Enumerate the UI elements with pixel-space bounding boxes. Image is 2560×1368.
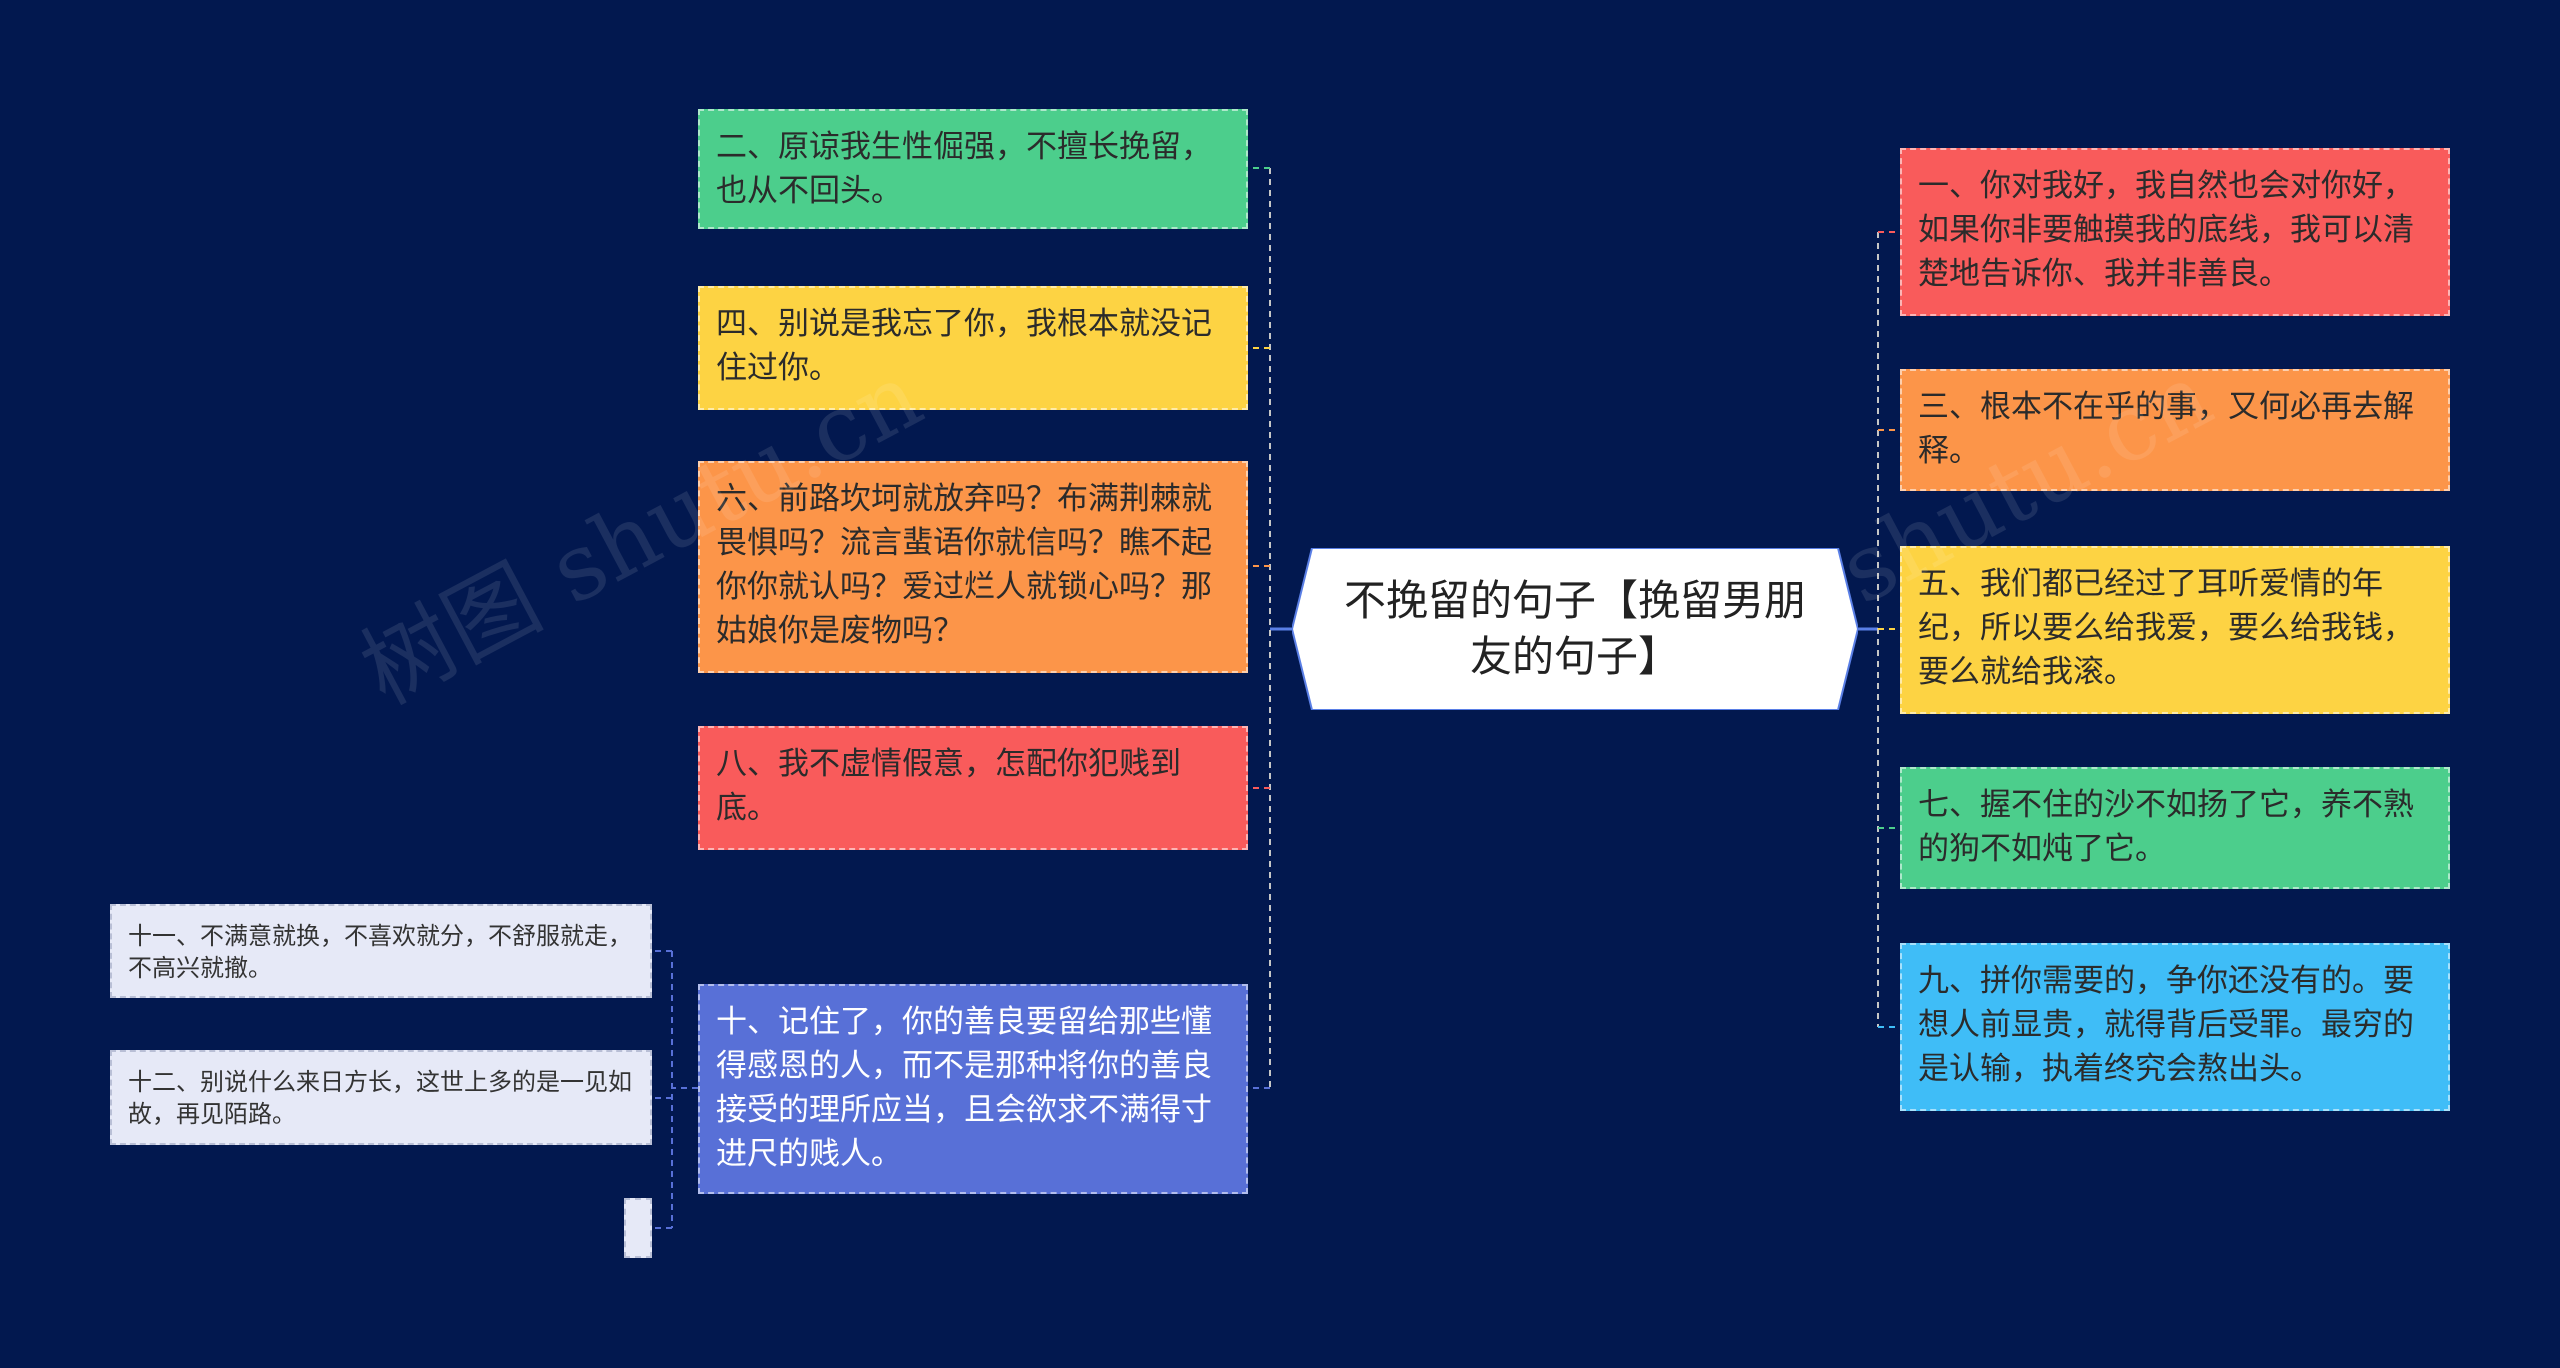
sub-node-11[interactable]: 十一、不满意就换，不喜欢就分，不舒服就走，不高兴就撤。 xyxy=(110,904,652,998)
branch-node-4-text: 四、别说是我忘了你，我根本就没记住过你。 xyxy=(716,306,1212,386)
branch-node-5-text: 五、我们都已经过了耳听爱情的年纪，所以要么给我爱，要么给我钱，要么就给我滚。 xyxy=(1918,566,2414,690)
branch-node-9[interactable]: 九、拼你需要的，争你还没有的。要想人前显贵，就得背后受罪。最穷的是认输，执着终究… xyxy=(1900,943,2450,1111)
sub-node-empty[interactable] xyxy=(624,1198,652,1258)
branch-node-10-text: 十、记住了，你的善良要留给那些懂得感恩的人，而不是那种将你的善良接受的理所应当，… xyxy=(716,1004,1212,1172)
branch-node-5[interactable]: 五、我们都已经过了耳听爱情的年纪，所以要么给我爱，要么给我钱，要么就给我滚。 xyxy=(1900,546,2450,714)
sub-node-12[interactable]: 十二、别说什么来日方长，这世上多的是一见如故，再见陌路。 xyxy=(110,1050,652,1145)
branch-node-3[interactable]: 三、根本不在乎的事，又何必再去解释。 xyxy=(1900,369,2450,491)
branch-node-4[interactable]: 四、别说是我忘了你，我根本就没记住过你。 xyxy=(698,286,1248,410)
branch-node-8[interactable]: 八、我不虚情假意，怎配你犯贱到底。 xyxy=(698,726,1248,850)
central-topic[interactable]: 不挽留的句子【挽留男朋友的句子】 xyxy=(1292,548,1858,710)
branch-node-1[interactable]: 一、你对我好，我自然也会对你好，如果你非要触摸我的底线，我可以清楚地告诉你、我并… xyxy=(1900,148,2450,316)
sub-node-11-text: 十一、不满意就换，不喜欢就分，不舒服就走，不高兴就撤。 xyxy=(128,922,632,982)
branch-node-7-text: 七、握不住的沙不如扬了它，养不熟的狗不如炖了它。 xyxy=(1918,787,2414,867)
sub-node-12-text: 十二、别说什么来日方长，这世上多的是一见如故，再见陌路。 xyxy=(128,1068,632,1128)
branch-node-6[interactable]: 六、前路坎坷就放弃吗？布满荆棘就畏惧吗？流言蜚语你就信吗？瞧不起你你就认吗？爱过… xyxy=(698,461,1248,673)
branch-node-2[interactable]: 二、原谅我生性倔强，不擅长挽留，也从不回头。 xyxy=(698,109,1248,229)
branch-node-2-text: 二、原谅我生性倔强，不擅长挽留，也从不回头。 xyxy=(716,129,1212,209)
central-topic-shape xyxy=(1292,548,1858,710)
branch-node-7[interactable]: 七、握不住的沙不如扬了它，养不熟的狗不如炖了它。 xyxy=(1900,767,2450,889)
branch-node-6-text: 六、前路坎坷就放弃吗？布满荆棘就畏惧吗？流言蜚语你就信吗？瞧不起你你就认吗？爱过… xyxy=(716,481,1212,649)
branch-node-8-text: 八、我不虚情假意，怎配你犯贱到底。 xyxy=(716,746,1181,826)
branch-node-1-text: 一、你对我好，我自然也会对你好，如果你非要触摸我的底线，我可以清楚地告诉你、我并… xyxy=(1918,168,2414,292)
central-topic-title: 不挽留的句子【挽留男朋友的句子】 xyxy=(1343,576,1806,681)
branch-node-10[interactable]: 十、记住了，你的善良要留给那些懂得感恩的人，而不是那种将你的善良接受的理所应当，… xyxy=(698,984,1248,1194)
branch-node-3-text: 三、根本不在乎的事，又何必再去解释。 xyxy=(1918,389,2414,469)
branch-node-9-text: 九、拼你需要的，争你还没有的。要想人前显贵，就得背后受罪。最穷的是认输，执着终究… xyxy=(1918,963,2414,1087)
